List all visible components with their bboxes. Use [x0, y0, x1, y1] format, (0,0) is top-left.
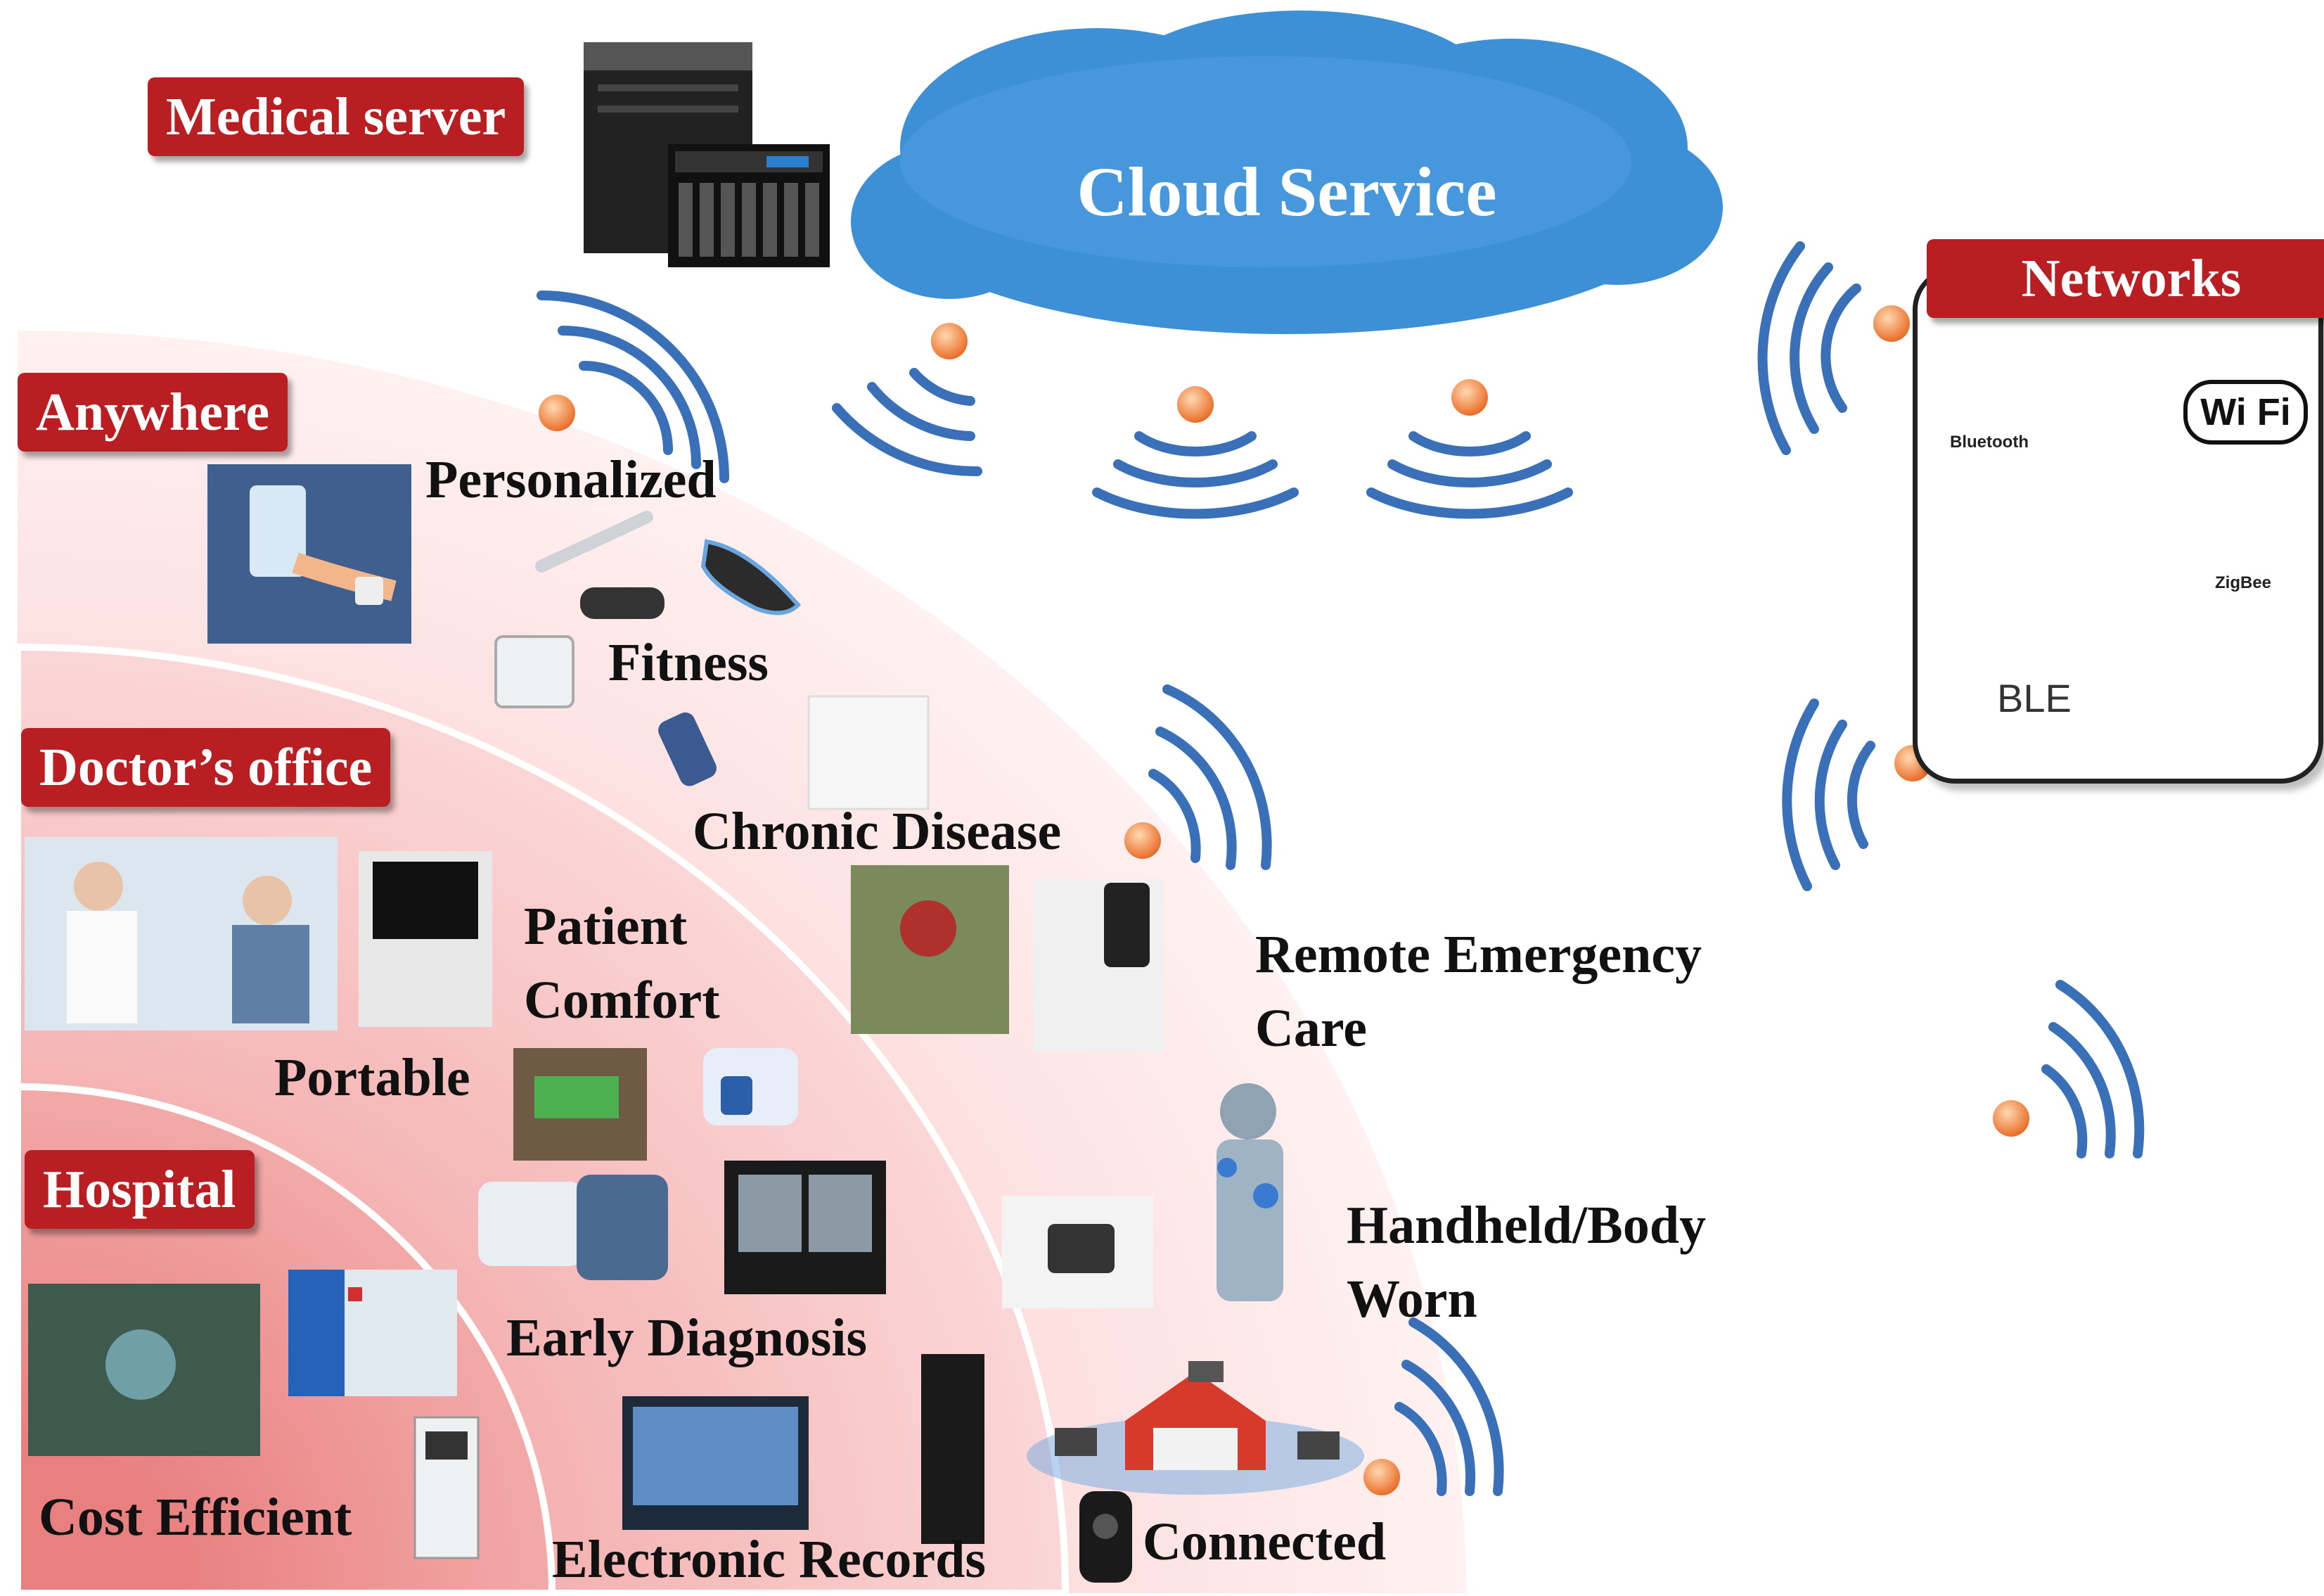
cloud-shape	[851, 11, 1723, 334]
computer-screen-photo	[622, 1396, 809, 1530]
ant-label: ANT+	[2193, 735, 2238, 754]
cost-efficient-label: Cost Efficient	[39, 1488, 352, 1547]
signal-dot-cloud-left	[931, 323, 968, 359]
personalized-label: Personalized	[425, 450, 717, 509]
signal-icon-connected	[1394, 1317, 1504, 1496]
ambulance-scene-photo	[851, 865, 1009, 1034]
signal-dot-right	[1993, 1100, 2029, 1137]
networks-panel	[1913, 267, 2323, 784]
body-scale-icon	[494, 635, 574, 708]
pulse-oximeter-photo	[703, 1048, 798, 1125]
signal-dot-chronic	[1124, 822, 1161, 859]
signal-icon-cloud-mid	[1092, 431, 1299, 519]
smartphone-wristband-photo	[207, 464, 411, 644]
medical-server-icon	[584, 42, 830, 267]
cloud-service-label: Cloud Service	[1077, 153, 1497, 231]
hospital-tag: Hospital	[25, 1150, 255, 1229]
fitness-label: Fitness	[608, 633, 769, 692]
signal-icon-cloud-right	[1366, 431, 1573, 519]
patient-label: Patient	[524, 897, 688, 956]
server-tower-photo	[921, 1354, 984, 1544]
phone-in-hand-photo	[1034, 879, 1164, 1052]
care-label: Care	[1255, 999, 1367, 1058]
connected-label: Connected	[1143, 1512, 1387, 1571]
xray-screen-photo	[724, 1161, 886, 1294]
hospital-building-photo	[288, 1270, 457, 1396]
signal-icon-right	[2041, 980, 2145, 1158]
glucose-meter-icon	[658, 712, 717, 786]
chronic-disease-label: Chronic Disease	[693, 802, 1062, 861]
body-sensor-figure-photo	[1216, 1083, 1283, 1301]
connected-home-icon	[1027, 1361, 1364, 1495]
medical-cart-photo	[413, 1416, 480, 1559]
signal-dot-server	[539, 395, 575, 431]
signal-icon-networks-bottom	[1782, 698, 1875, 891]
medical-server-tag: Medical server	[148, 77, 525, 156]
arm-monitor-photo	[513, 1048, 647, 1161]
signal-dot-connected	[1363, 1459, 1400, 1495]
signal-icon-chronic	[1148, 684, 1272, 870]
signal-icon-cloud-left	[832, 368, 982, 477]
portable-label: Portable	[274, 1048, 470, 1107]
early-diagnosis-label: Early Diagnosis	[506, 1308, 868, 1367]
bluetooth-label: Bluetooth	[1950, 433, 2029, 452]
running-shoe-icon	[700, 539, 802, 615]
signal-icon-server	[537, 291, 729, 483]
aging-independence-photo	[807, 695, 930, 810]
surgery-photo	[28, 1284, 260, 1456]
signal-dot-networks-top	[1873, 305, 1910, 342]
zigbee-label: ZigBee	[2215, 573, 2272, 592]
thermometer-icon	[535, 511, 653, 573]
fitness-band-icon	[580, 587, 665, 619]
anywhere-tag: Anywhere	[18, 373, 288, 452]
ble-label: BLE	[1997, 676, 2072, 720]
networks-tag: Networks	[1927, 239, 2324, 318]
signal-icon-networks-top	[1757, 241, 1861, 455]
worn-label: Worn	[1347, 1270, 1477, 1329]
doctors-office-tag: Doctor’s office	[21, 728, 391, 807]
doctor-patient-photo	[25, 837, 338, 1030]
blood-pressure-monitor-photo	[478, 1175, 668, 1280]
wearable-watch-icon	[1079, 1491, 1132, 1583]
electronic-records-label: Electronic Records	[552, 1530, 986, 1589]
ultrasound-device-photo	[359, 851, 492, 1027]
handheld-device-photo	[1002, 1196, 1153, 1308]
remote-emergency-label: Remote Emergency	[1255, 925, 1702, 984]
signal-dot-cloud-mid	[1177, 386, 1214, 423]
handheld-body-label: Handheld/Body	[1347, 1196, 1707, 1255]
wifi-logo: Wi Fi	[2183, 380, 2308, 445]
comfort-label: Comfort	[524, 971, 720, 1030]
signal-dot-cloud-right	[1451, 379, 1488, 416]
